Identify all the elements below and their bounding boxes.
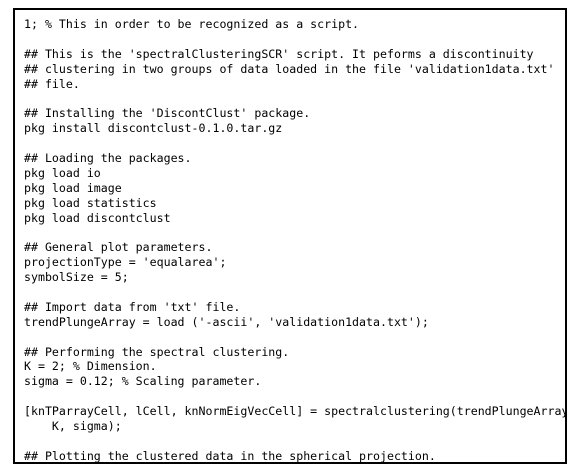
code-line: ## This is the 'spectralClusteringSCR' s… bbox=[24, 46, 534, 61]
code-line: symbolSize = 5; bbox=[24, 270, 129, 285]
code-line: ## Loading the packages. bbox=[24, 151, 192, 166]
code-listing: 1; % This in order to be recognized as a… bbox=[15, 10, 567, 463]
code-line bbox=[24, 330, 565, 345]
code-line: trendPlungeArray = load ('-ascii', 'vali… bbox=[24, 314, 429, 329]
code-line: pkg install discontclust-0.1.0.tar.gz bbox=[24, 121, 283, 136]
code-line: sigma = 0.12; % Scaling parameter. bbox=[24, 374, 262, 389]
code-line bbox=[24, 91, 565, 106]
code-line: ## Performing the spectral clustering. bbox=[24, 344, 290, 359]
code-line bbox=[24, 434, 565, 449]
code-line: ## General plot parameters. bbox=[24, 240, 213, 255]
code-line: ## Installing the 'DiscontClust' package… bbox=[24, 106, 311, 121]
code-line: [knTParrayCell, lCell, knNormEigVecCell]… bbox=[24, 404, 567, 419]
code-line bbox=[24, 32, 565, 47]
code-line: K, sigma); bbox=[24, 419, 122, 434]
code-listing-frame: 1; % This in order to be recognized as a… bbox=[13, 8, 567, 464]
code-line: 1; % This in order to be recognized as a… bbox=[24, 17, 360, 31]
code-line: pkg load discontclust bbox=[24, 210, 171, 225]
code-line: pkg load statistics bbox=[24, 195, 157, 210]
code-line bbox=[24, 285, 565, 300]
code-line: K = 2; % Dimension. bbox=[24, 359, 157, 374]
code-line: ## Plotting the clustered data in the sp… bbox=[24, 448, 436, 463]
code-line: ## file. bbox=[24, 76, 80, 91]
code-line: projectionType = 'equalarea'; bbox=[24, 255, 227, 270]
code-line: ## Import data from 'txt' file. bbox=[24, 299, 241, 314]
code-line bbox=[24, 225, 565, 240]
code-line bbox=[24, 136, 565, 151]
code-line: ## clustering in two groups of data load… bbox=[24, 61, 555, 76]
code-line: pkg load image bbox=[24, 180, 122, 195]
code-line: pkg load io bbox=[24, 165, 101, 180]
code-line bbox=[24, 389, 565, 404]
